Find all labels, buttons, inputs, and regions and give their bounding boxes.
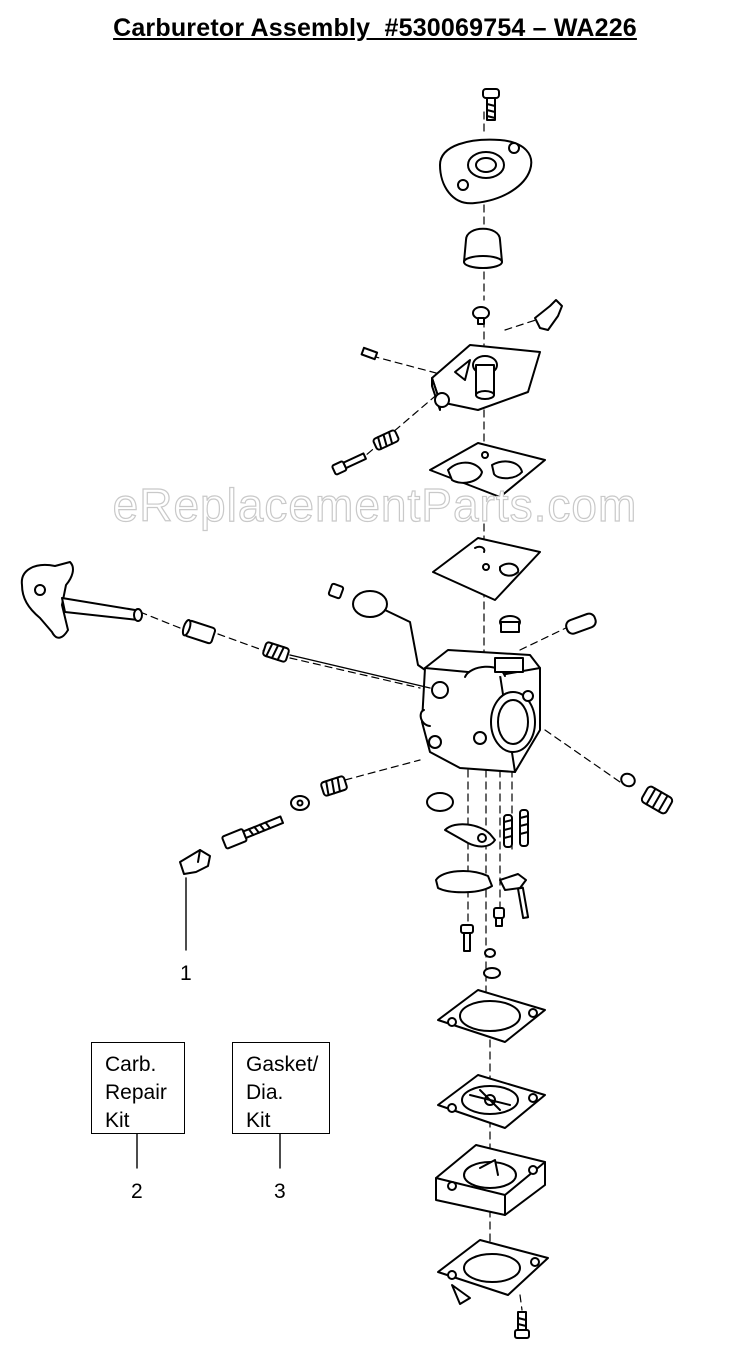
part-1-limiter [179, 849, 211, 875]
check-valve [472, 306, 490, 325]
metering-lever [444, 823, 496, 848]
o-ring-small [484, 948, 496, 958]
o-ring [483, 967, 501, 979]
inlet-needle-lower [499, 873, 530, 920]
callout-number-1: 1 [180, 962, 192, 985]
throttle-spring [262, 641, 290, 663]
limiter-cap [620, 772, 636, 788]
pump-diaphragm [432, 537, 541, 601]
bottom-gasket [437, 1239, 549, 1305]
kit-box-carb-repair: Carb. Repair Kit [91, 1042, 185, 1134]
choke-plate [327, 582, 429, 673]
adjust-needle [221, 815, 285, 850]
bottom-screw [514, 1311, 530, 1339]
small-pin [360, 346, 379, 361]
assembly-axis-lines [139, 111, 621, 1311]
throttle-lever [20, 561, 143, 639]
inlet-needle [499, 615, 521, 633]
inlet-needle-pin [565, 612, 597, 635]
metering-screw [460, 924, 474, 952]
plug-screw [640, 785, 674, 815]
top-screw [482, 88, 500, 121]
kit-line: Kit [246, 1109, 271, 1132]
primer-retainer-plate [439, 138, 533, 205]
page-title: Carburetor Assembly #530069754 – WA226 [113, 14, 637, 42]
kit-line: Carb. [105, 1053, 157, 1076]
metering-diaphragm [437, 1074, 546, 1129]
adjust-spring-short [372, 429, 400, 451]
primer-bulb [463, 227, 503, 269]
metering-cover [435, 1144, 546, 1216]
kit-line: Kit [105, 1109, 130, 1132]
leader-line [289, 654, 431, 689]
welch-plug [426, 792, 454, 812]
shaft-bushing [181, 619, 217, 645]
elbow-fitting [534, 299, 563, 331]
carburetor-body [419, 649, 541, 773]
metering-springs [503, 809, 529, 848]
watermark: eReplacementParts.com [112, 478, 638, 531]
washer [290, 795, 310, 811]
adjust-screw-short [331, 452, 367, 476]
pump-gasket [429, 442, 546, 498]
pivot-pin [493, 907, 505, 927]
kit-line: Gasket/ [246, 1053, 319, 1076]
callout-number-3: 3 [274, 1180, 286, 1203]
metering-gasket [437, 989, 546, 1043]
callout-number-2: 2 [131, 1180, 143, 1203]
kit-line: Dia. [246, 1081, 284, 1104]
kit-line: Repair [105, 1081, 167, 1104]
metering-disc [435, 870, 493, 894]
kit-box-gasket-diaphragm: Gasket/ Dia. Kit [232, 1042, 330, 1134]
adjust-spring-lower [320, 775, 348, 797]
pump-cover [431, 344, 541, 411]
